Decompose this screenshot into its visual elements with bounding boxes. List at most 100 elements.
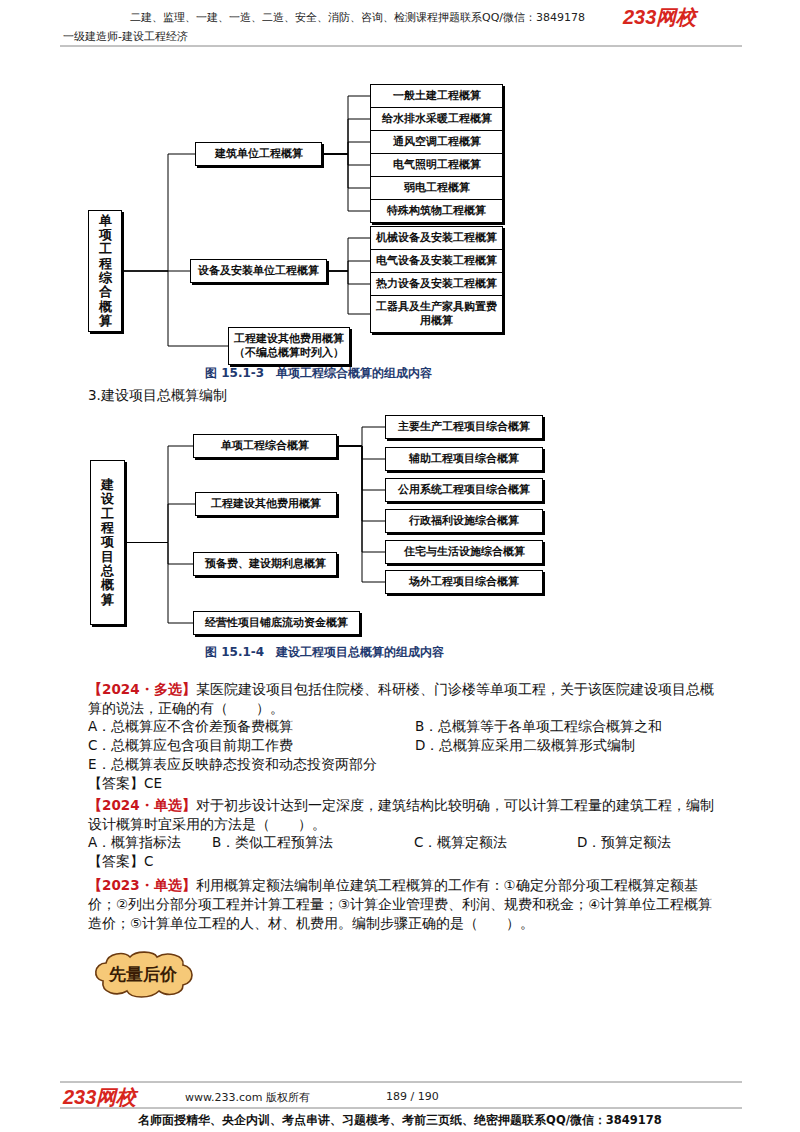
process-box: 特殊构筑物工程概算: [370, 199, 503, 223]
process-box: 预备费、建设期利息概算: [193, 552, 337, 576]
process-box: 弱电工程概算: [370, 176, 503, 200]
option-text: D．总概算应采用二级概算形式编制: [415, 737, 635, 755]
node-label: 给水排水采暖工程概算: [378, 110, 496, 128]
tree-connector: [322, 154, 370, 211]
process-box: 住宅与生活设施综合概算: [385, 540, 543, 564]
option-text: C．总概算应包含项目前期工作费: [88, 737, 293, 755]
footer-rule: [60, 1082, 742, 1083]
option-text: B．总概算等于各单项工程综合概算之和: [415, 718, 662, 736]
node-label: 预备费、建设期利息概算: [201, 555, 330, 573]
tree-connector: [125, 504, 195, 543]
tree-connector: [125, 543, 193, 624]
footer-rule: [60, 1108, 742, 1109]
process-box: 建筑单位工程概算: [195, 142, 322, 166]
process-box: 行政福利设施综合概算: [385, 509, 543, 533]
cloud-outline: [96, 952, 192, 997]
section-heading: 3.建设项目总概算编制: [88, 387, 227, 405]
option-text: E．总概算表应反映静态投资和动态投资两部分: [88, 756, 377, 774]
node-label: 弱电工程概算: [400, 179, 474, 197]
tree-connector: [125, 543, 193, 565]
cloud-badge: 先量后价: [90, 950, 196, 1000]
node-label: 通风空调工程概算: [389, 133, 485, 151]
tree-connector: [337, 446, 385, 490]
process-box: 辅助工程项目综合概算: [385, 447, 543, 471]
tree-connector: [322, 142, 370, 154]
brand-logo: 233网校: [623, 4, 696, 31]
process-box: 电气照明工程概算: [370, 153, 503, 177]
process-box: 一般土建工程概算: [370, 84, 503, 108]
node-label: 公用系统工程项目综合概算: [394, 481, 534, 499]
node-label: 先量后价: [105, 962, 181, 987]
option-text: A．总概算应不含价差预备费概算: [88, 718, 293, 736]
process-box: 场外工程项目综合概算: [385, 570, 543, 594]
root-box: 建设工程项目总概算: [90, 460, 125, 625]
node-label: 特殊构筑物工程概算: [383, 202, 490, 220]
node-label: 单项工程综合概算: [99, 214, 112, 328]
node-label: 场外工程项目综合概算: [405, 573, 523, 591]
node-label: 工器具及生产家具购置费用概算: [371, 298, 502, 330]
tree-connector: [322, 119, 370, 154]
node-label: 工程建设其他费用概算: [207, 495, 325, 513]
tree-connector: [322, 96, 370, 154]
process-box: 电气设备及安装工程概算: [370, 249, 503, 273]
node-label: 电气照明工程概算: [389, 156, 485, 174]
process-box: 主要生产工程项目综合概算: [385, 415, 543, 439]
answer-text: 【答案】CE: [88, 775, 162, 793]
question-tag: 【2024・单选】: [88, 797, 196, 813]
figure-caption: 图 15.1-3 单项工程综合概算的组成内容: [205, 365, 432, 382]
node-label: 经营性项目铺底流动资金概算: [201, 614, 352, 632]
process-box: 通风空调工程概算: [370, 130, 503, 154]
process-box: 工器具及生产家具购置费用概算: [370, 295, 503, 333]
header-text: 二建、监理、一建、一造、二造、安全、消防、咨询、检测课程押题联系QQ/微信：38…: [130, 10, 585, 25]
question-tag: 【2024・多选】: [88, 681, 196, 697]
option-text: A．概算指标法: [88, 834, 181, 852]
node-label: 设备及安装单位工程概算: [194, 262, 323, 280]
root-box: 单项工程综合概算: [88, 210, 122, 332]
node-label: 工程建设其他费用概算 （不编总概算时列入）: [229, 330, 349, 362]
process-box: 机械设备及安装工程概算: [370, 226, 503, 250]
node-label: 单项工程综合概算: [217, 437, 313, 455]
process-box: 给水排水采暖工程概算: [370, 107, 503, 131]
header-rule: [60, 46, 742, 47]
question-paragraph: 【2024・单选】对于初步设计达到一定深度，建筑结构比较明确，可以计算工程量的建…: [88, 796, 720, 834]
process-box: 设备及安装单位工程概算: [190, 259, 327, 283]
footer-text: 名师面授精华、央企内训、考点串讲、习题模考、考前三页纸、绝密押题联系QQ/微信：…: [0, 1113, 800, 1128]
option-text: B．类似工程预算法: [212, 834, 333, 852]
tree-connector: [327, 271, 370, 314]
node-label: 热力设备及安装工程概算: [372, 275, 501, 293]
tree-connector: [322, 154, 370, 188]
node-label: 住宅与生活设施综合概算: [400, 543, 529, 561]
answer-text: 【答案】C: [88, 853, 153, 871]
tree-connector: [327, 238, 370, 271]
question-paragraph: 【2023・单选】利用概算定额法编制单位建筑工程概算的工作有：①确定分部分项工程…: [88, 876, 720, 933]
brand-logo: 233网校: [63, 1084, 136, 1111]
question-tag: 【2023・单选】: [88, 877, 196, 893]
tree-connector: [337, 446, 385, 582]
copyright-text: www.233.com 版权所有: [185, 1090, 310, 1105]
process-box: 工程建设其他费用概算 （不编总概算时列入）: [228, 327, 350, 365]
node-label: 行政福利设施综合概算: [405, 512, 523, 530]
tree-connector: [337, 446, 385, 521]
process-box: 工程建设其他费用概算: [195, 492, 337, 516]
node-label: 建设工程项目总概算: [101, 478, 114, 607]
process-box: 公用系统工程项目综合概算: [385, 478, 543, 502]
tree-connector: [125, 446, 193, 543]
process-box: 单项工程综合概算: [193, 434, 337, 458]
option-text: D．预算定额法: [577, 834, 671, 852]
node-label: 机械设备及安装工程概算: [372, 229, 501, 247]
tree-connector: [322, 154, 370, 165]
page-number: 189 / 190: [386, 1090, 439, 1103]
tree-connector: [337, 427, 385, 446]
tree-connector: [122, 154, 195, 271]
node-label: 主要生产工程项目综合概算: [394, 418, 534, 436]
header-subject: 一级建造师-建设工程经济: [63, 29, 188, 44]
tree-connector: [327, 261, 370, 271]
tree-connector: [337, 446, 385, 552]
process-box: 经营性项目铺底流动资金概算: [193, 611, 360, 635]
option-text: C．概算定额法: [414, 834, 507, 852]
figure-caption: 图 15.1-4 建设工程项目总概算的组成内容: [205, 644, 444, 661]
node-label: 辅助工程项目综合概算: [405, 450, 523, 468]
node-label: 建筑单位工程概算: [211, 145, 307, 163]
node-label: 电气设备及安装工程概算: [372, 252, 501, 270]
